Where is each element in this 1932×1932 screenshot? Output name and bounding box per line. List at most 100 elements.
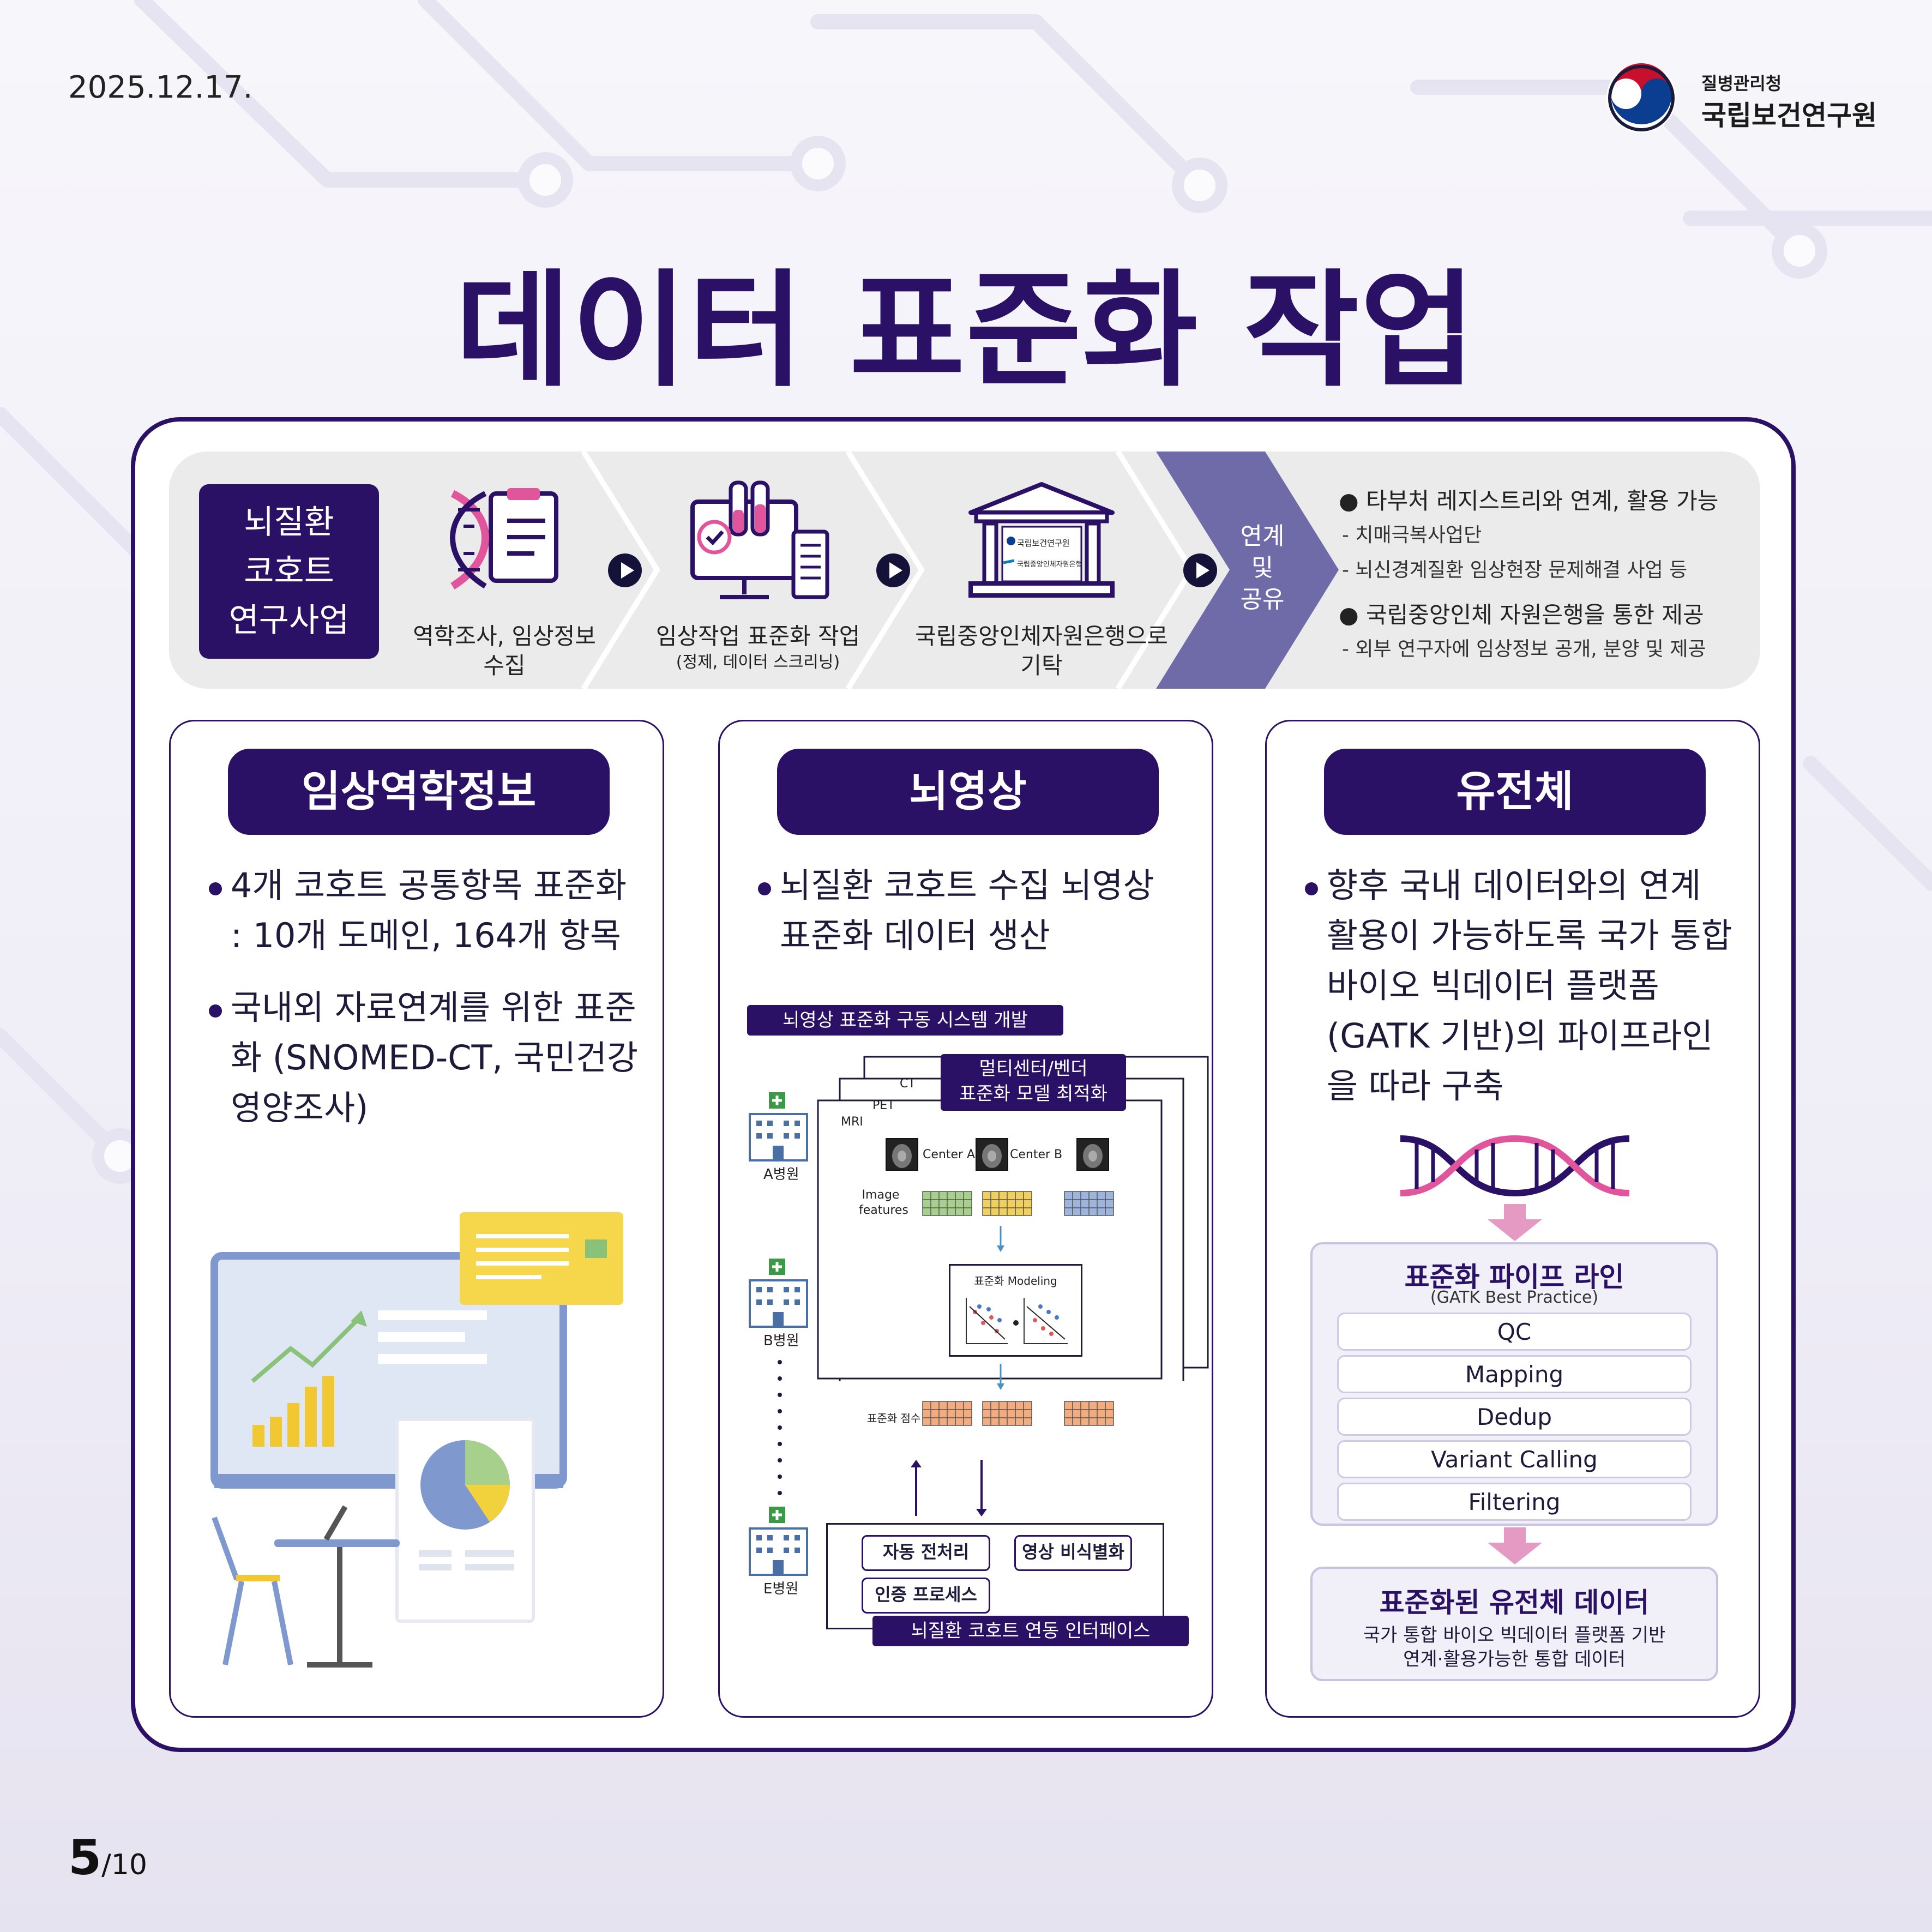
play-arrow-icon xyxy=(608,553,642,587)
pipeline-step-qc: QC xyxy=(1337,1313,1692,1351)
link-line-2: 및 xyxy=(1251,554,1274,582)
center-a-label: Center A xyxy=(923,1148,976,1161)
panel-clinical-title: 임상역학정보 xyxy=(228,749,610,835)
process-strip xyxy=(169,452,1760,689)
auto-preprocess-button[interactable]: 자동 전처리 xyxy=(862,1535,990,1571)
pipeline-box: 표준화 파이프 라인 (GATK Best Practice) QC Mappi… xyxy=(1310,1242,1718,1526)
arrow-down-icon xyxy=(997,1226,1004,1252)
bank-building-icon xyxy=(968,482,1115,598)
model-tag-line-2: 표준화 모델 최적화 xyxy=(959,1083,1108,1105)
modality-pet: PET xyxy=(872,1099,895,1112)
step-label-2: 임상작업 표준화 작업 (정제, 데이터 스크리닝) xyxy=(654,622,862,674)
system-dev-tag: 뇌영상 표준화 구동 시스템 개발 xyxy=(747,1005,1063,1036)
link-line-3: 공유 xyxy=(1240,586,1285,613)
start-line-2: 코호트 xyxy=(244,552,334,591)
share-sub-1b: - 뇌신경계질환 임상현장 문제해결 사업 등 xyxy=(1342,559,1688,581)
score-grids xyxy=(922,1401,1114,1426)
pipeline-step-dedup: Dedup xyxy=(1337,1398,1692,1436)
pipeline-title: 표준화 파이프 라인 xyxy=(1404,1261,1624,1293)
dna-clipboard-icon xyxy=(450,488,558,589)
output-desc-line-2: 연계·활용가능한 통합 데이터 xyxy=(1403,1648,1626,1670)
panel-genome-title: 유전체 xyxy=(1324,749,1706,835)
center-b-label: Center B xyxy=(1010,1148,1063,1161)
image-features-line-2: features xyxy=(859,1203,908,1217)
modality-ct: CT xyxy=(900,1077,916,1091)
panel-imaging-title: 뇌영상 xyxy=(777,749,1159,835)
cohort-project-box: 뇌질환 코호트 연구사업 xyxy=(199,484,379,659)
org-main-name: 국립보건연구원 xyxy=(1701,100,1877,131)
analytics-illustration xyxy=(210,1212,623,1668)
step-2-note: (정제, 데이터 스크리닝) xyxy=(676,653,840,672)
image-features-label: Image features xyxy=(859,1188,908,1218)
dotted-divider xyxy=(778,1360,782,1495)
share-sub-2a: - 외부 연구자에 임상정보 공개, 분양 및 제공 xyxy=(1342,638,1706,660)
play-arrow-icon xyxy=(876,553,910,587)
hospital-a-label: A병원 xyxy=(763,1166,799,1183)
lab-monitor-icon xyxy=(690,480,829,599)
hospital-icon xyxy=(749,1259,808,1328)
bank-sign-2: 국립중앙인체자원은행 xyxy=(1017,561,1082,569)
start-line-1: 뇌질환 xyxy=(244,503,334,541)
pipeline-step-filtering: Filtering xyxy=(1337,1483,1692,1521)
share-bullet-2-text: 국립중앙인체 자원은행을 통한 제공 xyxy=(1366,601,1704,628)
list-item: 뇌질환 코호트 수집 뇌영상 표준화 데이터 생산 xyxy=(758,860,1189,961)
step-1-text: 역학조사, 임상정보 수집 xyxy=(413,623,596,679)
interface-tag: 뇌질환 코호트 연동 인터페이스 xyxy=(872,1616,1189,1646)
step-label-3: 국립중앙인체자원은행으로 기탁 xyxy=(911,622,1172,681)
page-current: 5 xyxy=(68,1829,102,1886)
modeling-label: 표준화 Modeling xyxy=(974,1274,1057,1287)
panel-imaging: 뇌영상 뇌질환 코호트 수집 뇌영상 표준화 데이터 생산 뇌영상 표준화 구동… xyxy=(718,720,1213,1718)
arrow-down-icon xyxy=(997,1364,1004,1390)
step-2-text: 임상작업 표준화 작업 xyxy=(655,623,860,649)
dna-helix-icon xyxy=(1400,1135,1630,1197)
share-bullet-2: ● 국립중앙인체 자원은행을 통한 제공 xyxy=(1339,601,1704,628)
output-desc-line-1: 국가 통합 바이오 빅데이터 플랫폼 기반 xyxy=(1363,1624,1666,1646)
auth-process-button[interactable]: 인증 프로세스 xyxy=(862,1578,990,1614)
imaging-bullets: 뇌질환 코호트 수집 뇌영상 표준화 데이터 생산 xyxy=(758,860,1189,983)
hospital-b-label: B병원 xyxy=(763,1333,799,1349)
play-arrow-icon xyxy=(1183,553,1217,587)
bank-sign-1: 국립보건연구원 xyxy=(1017,538,1070,548)
modality-mri: MRI xyxy=(841,1115,863,1129)
step-label-1: 역학조사, 임상정보 수집 xyxy=(406,622,603,681)
link-line-1: 연계 xyxy=(1240,522,1285,550)
deidentify-button[interactable]: 영상 비식별화 xyxy=(1014,1535,1132,1571)
list-item: 국내외 자료연계를 위한 표준화 (SNOMED-CT, 국민건강영양조사) xyxy=(209,983,640,1133)
score-label: 표준화 점수 xyxy=(867,1412,921,1425)
image-features-line-1: Image xyxy=(862,1188,900,1202)
clinical-bullets: 4개 코호트 공통항목 표준화 : 10개 도메인, 164개 항목 국내외 자… xyxy=(209,860,640,1155)
arrow-down-icon xyxy=(1488,1204,1542,1241)
sync-arrows-icon xyxy=(911,1460,987,1516)
step-3-text: 국립중앙인체자원은행으로 기탁 xyxy=(915,623,1168,679)
link-share-label: 연계 및 공유 xyxy=(1221,521,1303,616)
start-line-3: 연구사업 xyxy=(228,601,350,640)
output-title: 표준화된 유전체 데이터 xyxy=(1379,1587,1650,1618)
hospital-icon xyxy=(749,1092,808,1161)
arrow-down-icon xyxy=(1488,1527,1542,1564)
scatter-plot-icons xyxy=(966,1298,1068,1344)
modeling-box: 표준화 Modeling xyxy=(949,1264,1082,1357)
page-title: 데이터 표준화 작업 xyxy=(455,258,1477,404)
model-opt-tag: 멀티센터/벤더 표준화 모델 최적화 xyxy=(941,1054,1126,1111)
org-sub-name: 질병관리청 xyxy=(1701,73,1782,94)
share-bullet-1: ● 타부처 레지스트리와 연계, 활용 가능 xyxy=(1339,487,1719,514)
page-total: /10 xyxy=(101,1849,147,1881)
page-indicator: 5/10 xyxy=(68,1829,147,1886)
hospital-e-label: E병원 xyxy=(763,1581,799,1597)
list-item: 4개 코호트 공통항목 표준화 : 10개 도메인, 164개 항목 xyxy=(209,860,640,961)
pipeline-subtitle: (GATK Best Practice) xyxy=(1430,1288,1599,1307)
panel-genome: 유전체 향후 국내 데이터와의 연계 활용이 가능하도록 국가 통합 바이오 빅… xyxy=(1265,720,1760,1718)
list-item: 향후 국내 데이터와의 연계 활용이 가능하도록 국가 통합 바이오 빅데이터 … xyxy=(1305,860,1736,1111)
output-desc: 국가 통합 바이오 빅데이터 플랫폼 기반 연계·활용가능한 통합 데이터 xyxy=(1313,1623,1716,1671)
org-brand: 질병관리청 국립보건연구원 xyxy=(1603,60,1887,142)
share-bullet-1-text: 타부처 레지스트리와 연계, 활용 가능 xyxy=(1366,487,1719,514)
model-tag-line-1: 멀티센터/벤더 xyxy=(979,1058,1088,1080)
feature-grids xyxy=(922,1191,1114,1216)
date: 2025.12.17. xyxy=(68,70,253,105)
hospital-icon xyxy=(749,1507,808,1576)
output-box: 표준화된 유전체 데이터 국가 통합 바이오 빅데이터 플랫폼 기반 연계·활용… xyxy=(1310,1567,1718,1681)
share-sub-1a: - 치매극복사업단 xyxy=(1342,524,1482,546)
share-list: ● 타부처 레지스트리와 연계, 활용 가능 - 치매극복사업단 - 뇌신경계질… xyxy=(1339,483,1718,676)
pipeline-step-mapping: Mapping xyxy=(1337,1355,1692,1393)
